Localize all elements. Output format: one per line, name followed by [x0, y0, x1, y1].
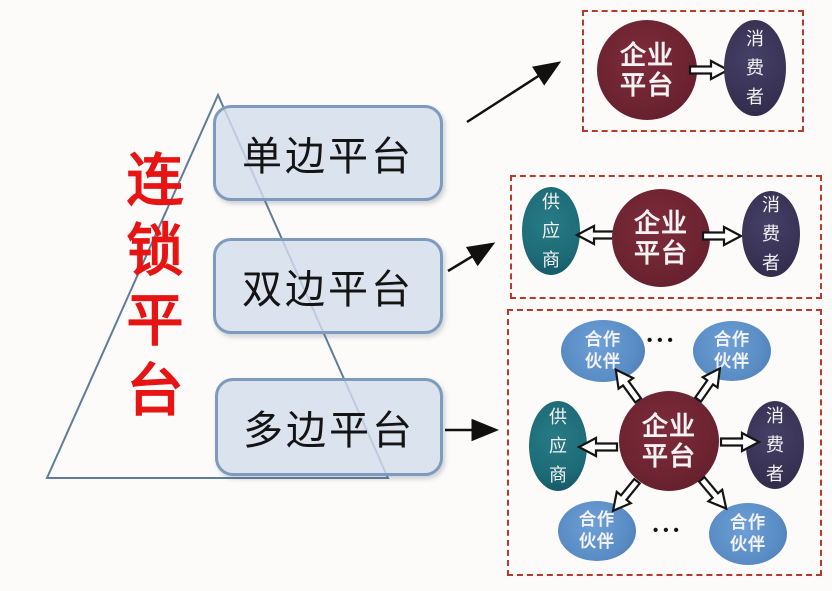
pyramid-level-two-sided: 双边平台 — [213, 238, 443, 334]
pyramid-level-label: 多边平台 — [243, 408, 415, 453]
supplier-char: 供 — [542, 191, 560, 212]
partner-node-bottom-left: 合作 伙伴 — [558, 501, 636, 561]
supplier-node: 供 应 商 — [529, 401, 587, 491]
hollow-arrow-down-left-icon — [604, 474, 646, 519]
partner-label-line1: 合作 — [579, 510, 615, 529]
consumer-node: 消 费 者 — [742, 191, 800, 277]
consumer-char: 费 — [762, 223, 780, 244]
enterprise-platform-node: 企业 平台 — [597, 20, 697, 120]
title-char: 台 — [126, 359, 184, 423]
consumer-char: 消 — [762, 194, 780, 215]
partner-label-line1: 合作 — [714, 330, 750, 349]
enterprise-label-line2: 平台 — [641, 441, 696, 471]
consumer-char: 消 — [766, 405, 784, 426]
supplier-char: 商 — [542, 249, 560, 270]
more-partners-dots-top: ••• — [647, 332, 678, 349]
enterprise-platform-node: 企业 平台 — [612, 189, 710, 287]
enterprise-platform-node: 企业 平台 — [619, 391, 719, 491]
partner-label-line1: 合作 — [730, 513, 766, 532]
partner-label-line2: 伙伴 — [579, 532, 615, 551]
enterprise-label-line2: 平台 — [619, 70, 674, 100]
hollow-arrow-down-right-icon — [693, 472, 736, 517]
partner-label-line2: 伙伴 — [730, 535, 766, 554]
partner-node-top-right: 合作 伙伴 — [693, 321, 771, 381]
supplier-char: 应 — [549, 435, 567, 456]
hollow-arrow-right-icon — [701, 225, 744, 247]
panel-multi-sided-platform: 合作 伙伴 合作 伙伴 合作 伙伴 合作 伙伴 供 应 商 消 费 者 企业 — [507, 309, 822, 576]
arrow-two-to-panel — [447, 242, 496, 273]
enterprise-label-line2: 平台 — [633, 238, 688, 268]
panel-single-sided-platform: 企业 平台 消 费 者 — [582, 10, 804, 132]
supplier-char: 供 — [549, 406, 567, 427]
hollow-arrow-up-left-icon — [606, 362, 647, 407]
consumer-char: 消 — [746, 28, 764, 49]
diagram-title: 连 锁 平 台 — [118, 146, 192, 426]
pyramid-level-label: 单边平台 — [242, 134, 414, 179]
hollow-arrow-right-icon — [688, 59, 731, 81]
more-partners-dots-bottom: ••• — [653, 522, 684, 539]
consumer-node: 消 费 者 — [724, 20, 786, 116]
hollow-arrow-up-right-icon — [689, 361, 730, 406]
partner-label-line2: 伙伴 — [714, 352, 750, 371]
partner-node-top-left: 合作 伙伴 — [561, 320, 645, 382]
pyramid-level-label: 双边平台 — [242, 267, 414, 312]
supplier-char: 商 — [549, 464, 567, 485]
partner-label-line1: 合作 — [585, 330, 621, 349]
hollow-arrow-left-icon — [576, 436, 619, 458]
panel-two-sided-platform: 供 应 商 企业 平台 消 费 者 — [510, 175, 822, 299]
consumer-char: 者 — [762, 252, 780, 273]
hollow-arrow-left-icon — [574, 224, 617, 246]
partner-label-line2: 伙伴 — [585, 352, 621, 371]
partner-node-bottom-right: 合作 伙伴 — [709, 503, 787, 565]
enterprise-label-line1: 企业 — [619, 40, 674, 70]
title-char: 平 — [126, 289, 184, 353]
hollow-arrow-right-icon — [719, 431, 762, 453]
pyramid-level-multi-sided: 多边平台 — [215, 378, 443, 476]
enterprise-label-line1: 企业 — [633, 208, 688, 238]
consumer-char: 费 — [746, 57, 764, 78]
consumer-char: 者 — [766, 463, 784, 484]
supplier-node: 供 应 商 — [522, 187, 580, 275]
enterprise-label-line1: 企业 — [641, 411, 696, 441]
consumer-char: 者 — [746, 86, 764, 107]
pyramid-level-single-sided: 单边平台 — [213, 105, 443, 201]
supplier-char: 应 — [542, 220, 560, 241]
title-char: 连 — [126, 149, 184, 213]
arrow-single-to-panel — [466, 61, 562, 124]
consumer-char: 费 — [766, 434, 784, 455]
title-char: 锁 — [126, 219, 184, 283]
